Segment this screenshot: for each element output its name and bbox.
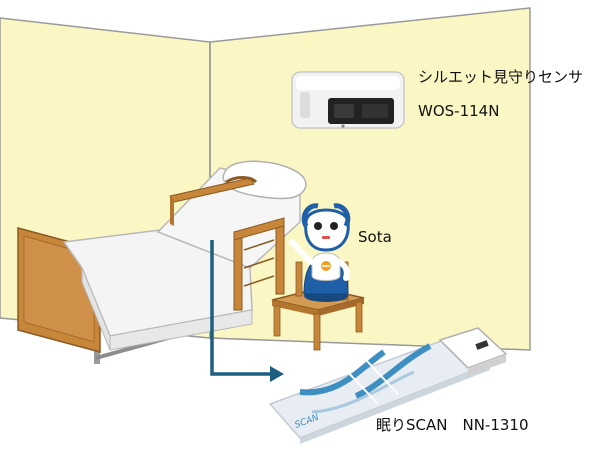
sensor-name-label: シルエット見守りセンサ [418,68,584,86]
silhouette-sensor-icon [291,71,405,129]
arrow-icon [210,240,284,382]
sleep-mat-name-label: 眠りSCAN NN-1310 [376,416,529,434]
robot-icon [289,203,351,302]
bed-icon [17,160,307,364]
sleep-mat-icon: SCAN [268,327,508,444]
sensor-model-label: WOS-114N [418,102,500,120]
bed-side-rail [233,217,285,311]
robot-name-label: Sota [358,228,392,246]
